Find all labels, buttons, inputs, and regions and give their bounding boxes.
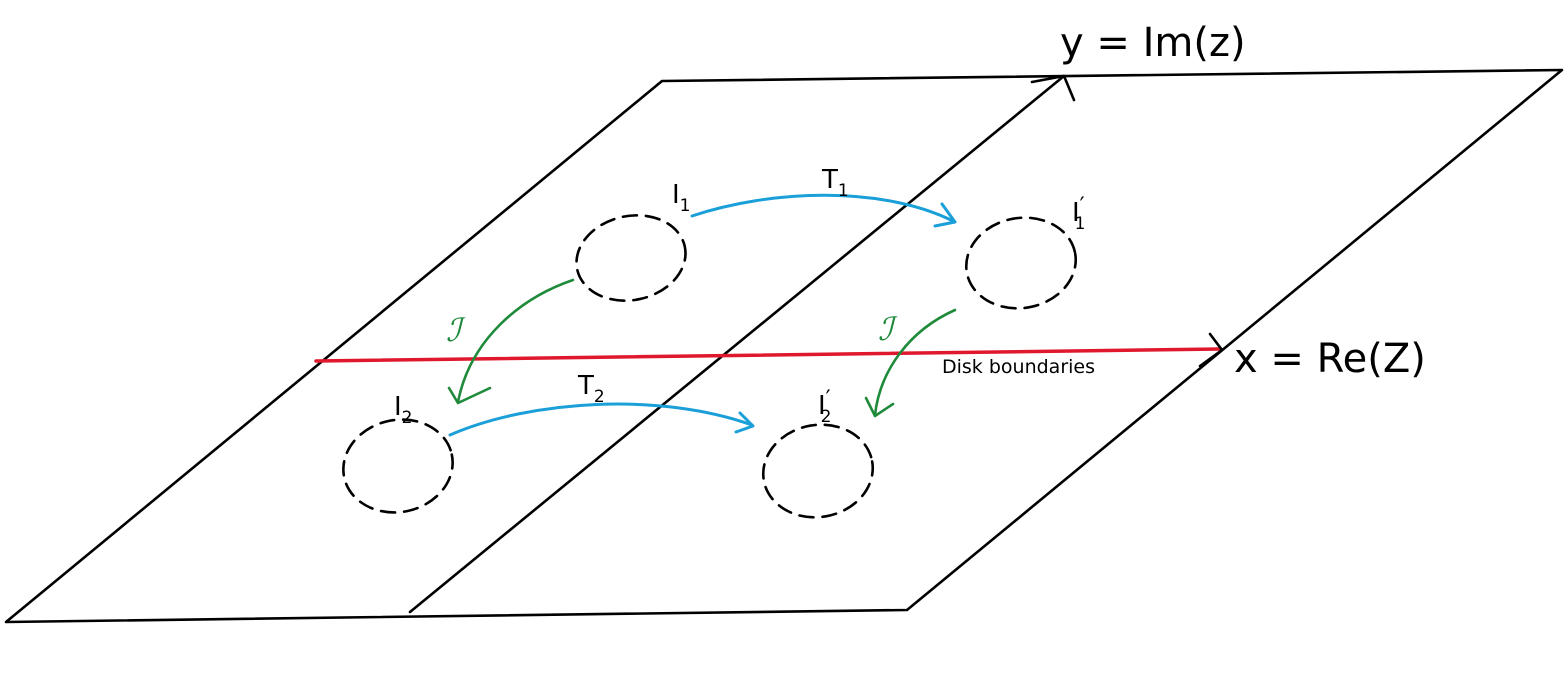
t2-translation-arrow bbox=[448, 402, 754, 437]
disk-i1-prime bbox=[964, 216, 1078, 310]
disk-i1 bbox=[575, 214, 687, 302]
t1-arrowhead bbox=[933, 202, 957, 228]
involution-arrow-right bbox=[873, 308, 957, 417]
y-axis-label: y = Im(z) bbox=[1060, 20, 1246, 66]
plane-parallelogram bbox=[4, 68, 1564, 624]
disk-i2-label: I2 bbox=[394, 392, 413, 428]
involution-arrow-left bbox=[456, 278, 575, 404]
disk-i2 bbox=[342, 418, 454, 514]
t2-label: T2 bbox=[577, 371, 605, 407]
disk-boundaries-label: Disk boundaries bbox=[942, 356, 1095, 378]
real-axis-arrowhead bbox=[1198, 332, 1224, 368]
disk-i2-prime bbox=[761, 423, 875, 519]
t2-arrowhead bbox=[734, 411, 755, 434]
t1-label: T1 bbox=[821, 165, 849, 201]
disk-i2-prime-label: I′2 bbox=[818, 387, 832, 427]
involution-label-right: ℐ bbox=[878, 310, 898, 348]
imaginary-axis-line bbox=[408, 74, 1066, 614]
disk-i1-prime-label: I′1 bbox=[1072, 194, 1086, 234]
x-axis-label: x = Re(Z) bbox=[1234, 336, 1426, 382]
involution-arrowhead-left bbox=[447, 386, 492, 405]
involution-label-left: ℐ bbox=[446, 311, 466, 349]
imaginary-axis-arrowhead bbox=[1030, 74, 1076, 102]
disk-i1-label: I1 bbox=[672, 180, 691, 216]
t1-translation-arrow bbox=[690, 193, 955, 223]
real-axis-line bbox=[314, 347, 1222, 363]
involution-arrowhead-right bbox=[864, 396, 895, 418]
